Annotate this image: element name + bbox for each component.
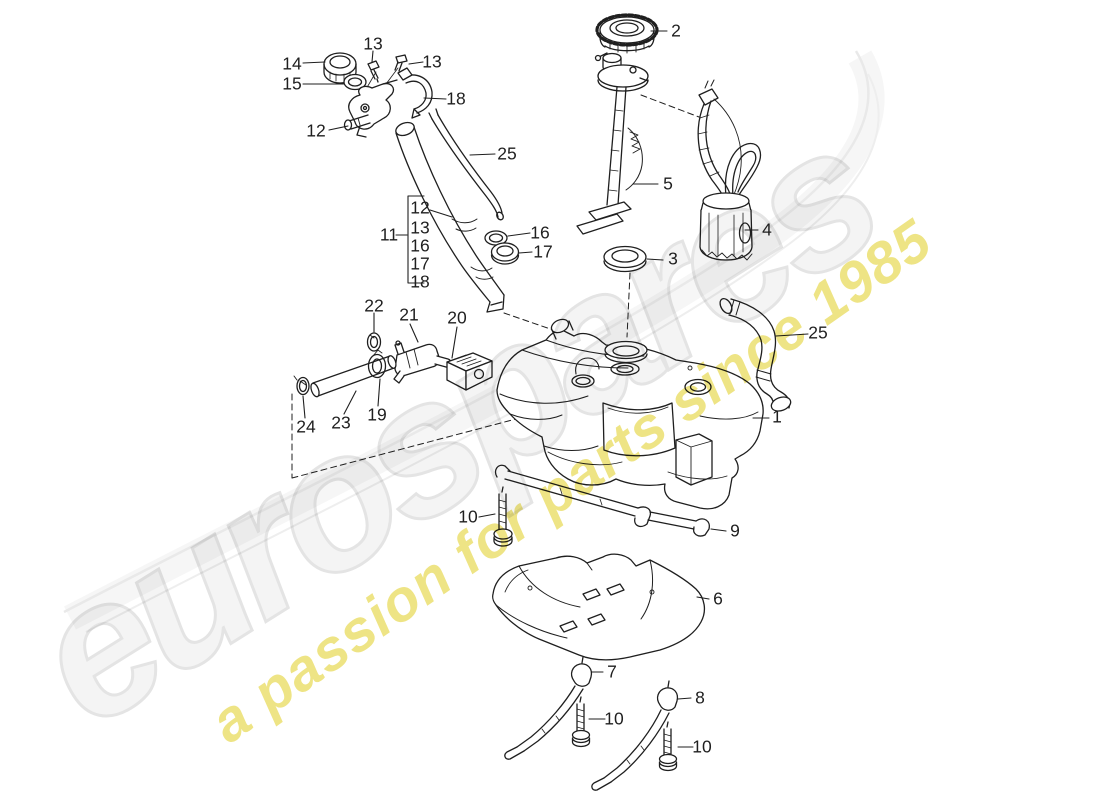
part-callout-25[interactable]: 25 xyxy=(497,143,517,164)
part-callout-12[interactable]: 12 xyxy=(410,197,430,218)
part-callout-25[interactable]: 25 xyxy=(808,322,828,343)
part-callout-14[interactable]: 14 xyxy=(282,53,302,74)
part-callout-7[interactable]: 7 xyxy=(607,661,617,682)
part-callout-3[interactable]: 3 xyxy=(668,248,678,269)
part-callout-21[interactable]: 21 xyxy=(399,304,419,325)
part-callout-17[interactable]: 17 xyxy=(533,241,553,262)
part-callout-19[interactable]: 19 xyxy=(367,404,387,425)
part-callout-18[interactable]: 18 xyxy=(410,271,430,292)
part-callout-10[interactable]: 10 xyxy=(604,708,624,729)
part-callout-20[interactable]: 20 xyxy=(447,307,467,328)
part-callout-2[interactable]: 2 xyxy=(671,20,681,41)
part-callout-6[interactable]: 6 xyxy=(713,588,723,609)
screw-10c-drawing xyxy=(660,722,677,771)
strap-8-drawing xyxy=(592,681,678,790)
strap-7-drawing xyxy=(505,657,592,759)
part-callout-10[interactable]: 10 xyxy=(692,736,712,757)
part-callout-15[interactable]: 15 xyxy=(282,73,302,94)
part-callout-13[interactable]: 13 xyxy=(422,51,442,72)
part-callout-23[interactable]: 23 xyxy=(331,412,351,433)
part-callout-22[interactable]: 22 xyxy=(364,295,384,316)
screw-10b-drawing xyxy=(573,697,590,747)
fuel-cap-drawing xyxy=(597,15,657,53)
part-callout-24[interactable]: 24 xyxy=(296,416,316,437)
part-callout-9[interactable]: 9 xyxy=(730,520,740,541)
part-callout-16[interactable]: 16 xyxy=(530,222,550,243)
part-callout-1[interactable]: 1 xyxy=(772,406,782,427)
part-callout-18[interactable]: 18 xyxy=(446,88,466,109)
part-callout-5[interactable]: 5 xyxy=(663,173,673,194)
part-callout-12[interactable]: 12 xyxy=(306,120,326,141)
part-callout-17[interactable]: 17 xyxy=(410,253,430,274)
part-callout-8[interactable]: 8 xyxy=(695,687,705,708)
part-callout-13[interactable]: 13 xyxy=(410,217,430,238)
part-callout-11[interactable]: 11 xyxy=(379,224,399,245)
part-callout-16[interactable]: 16 xyxy=(410,235,430,256)
part-callout-10[interactable]: 10 xyxy=(458,506,478,527)
part-callout-4[interactable]: 4 xyxy=(762,219,772,240)
part-callout-13[interactable]: 13 xyxy=(363,33,383,54)
